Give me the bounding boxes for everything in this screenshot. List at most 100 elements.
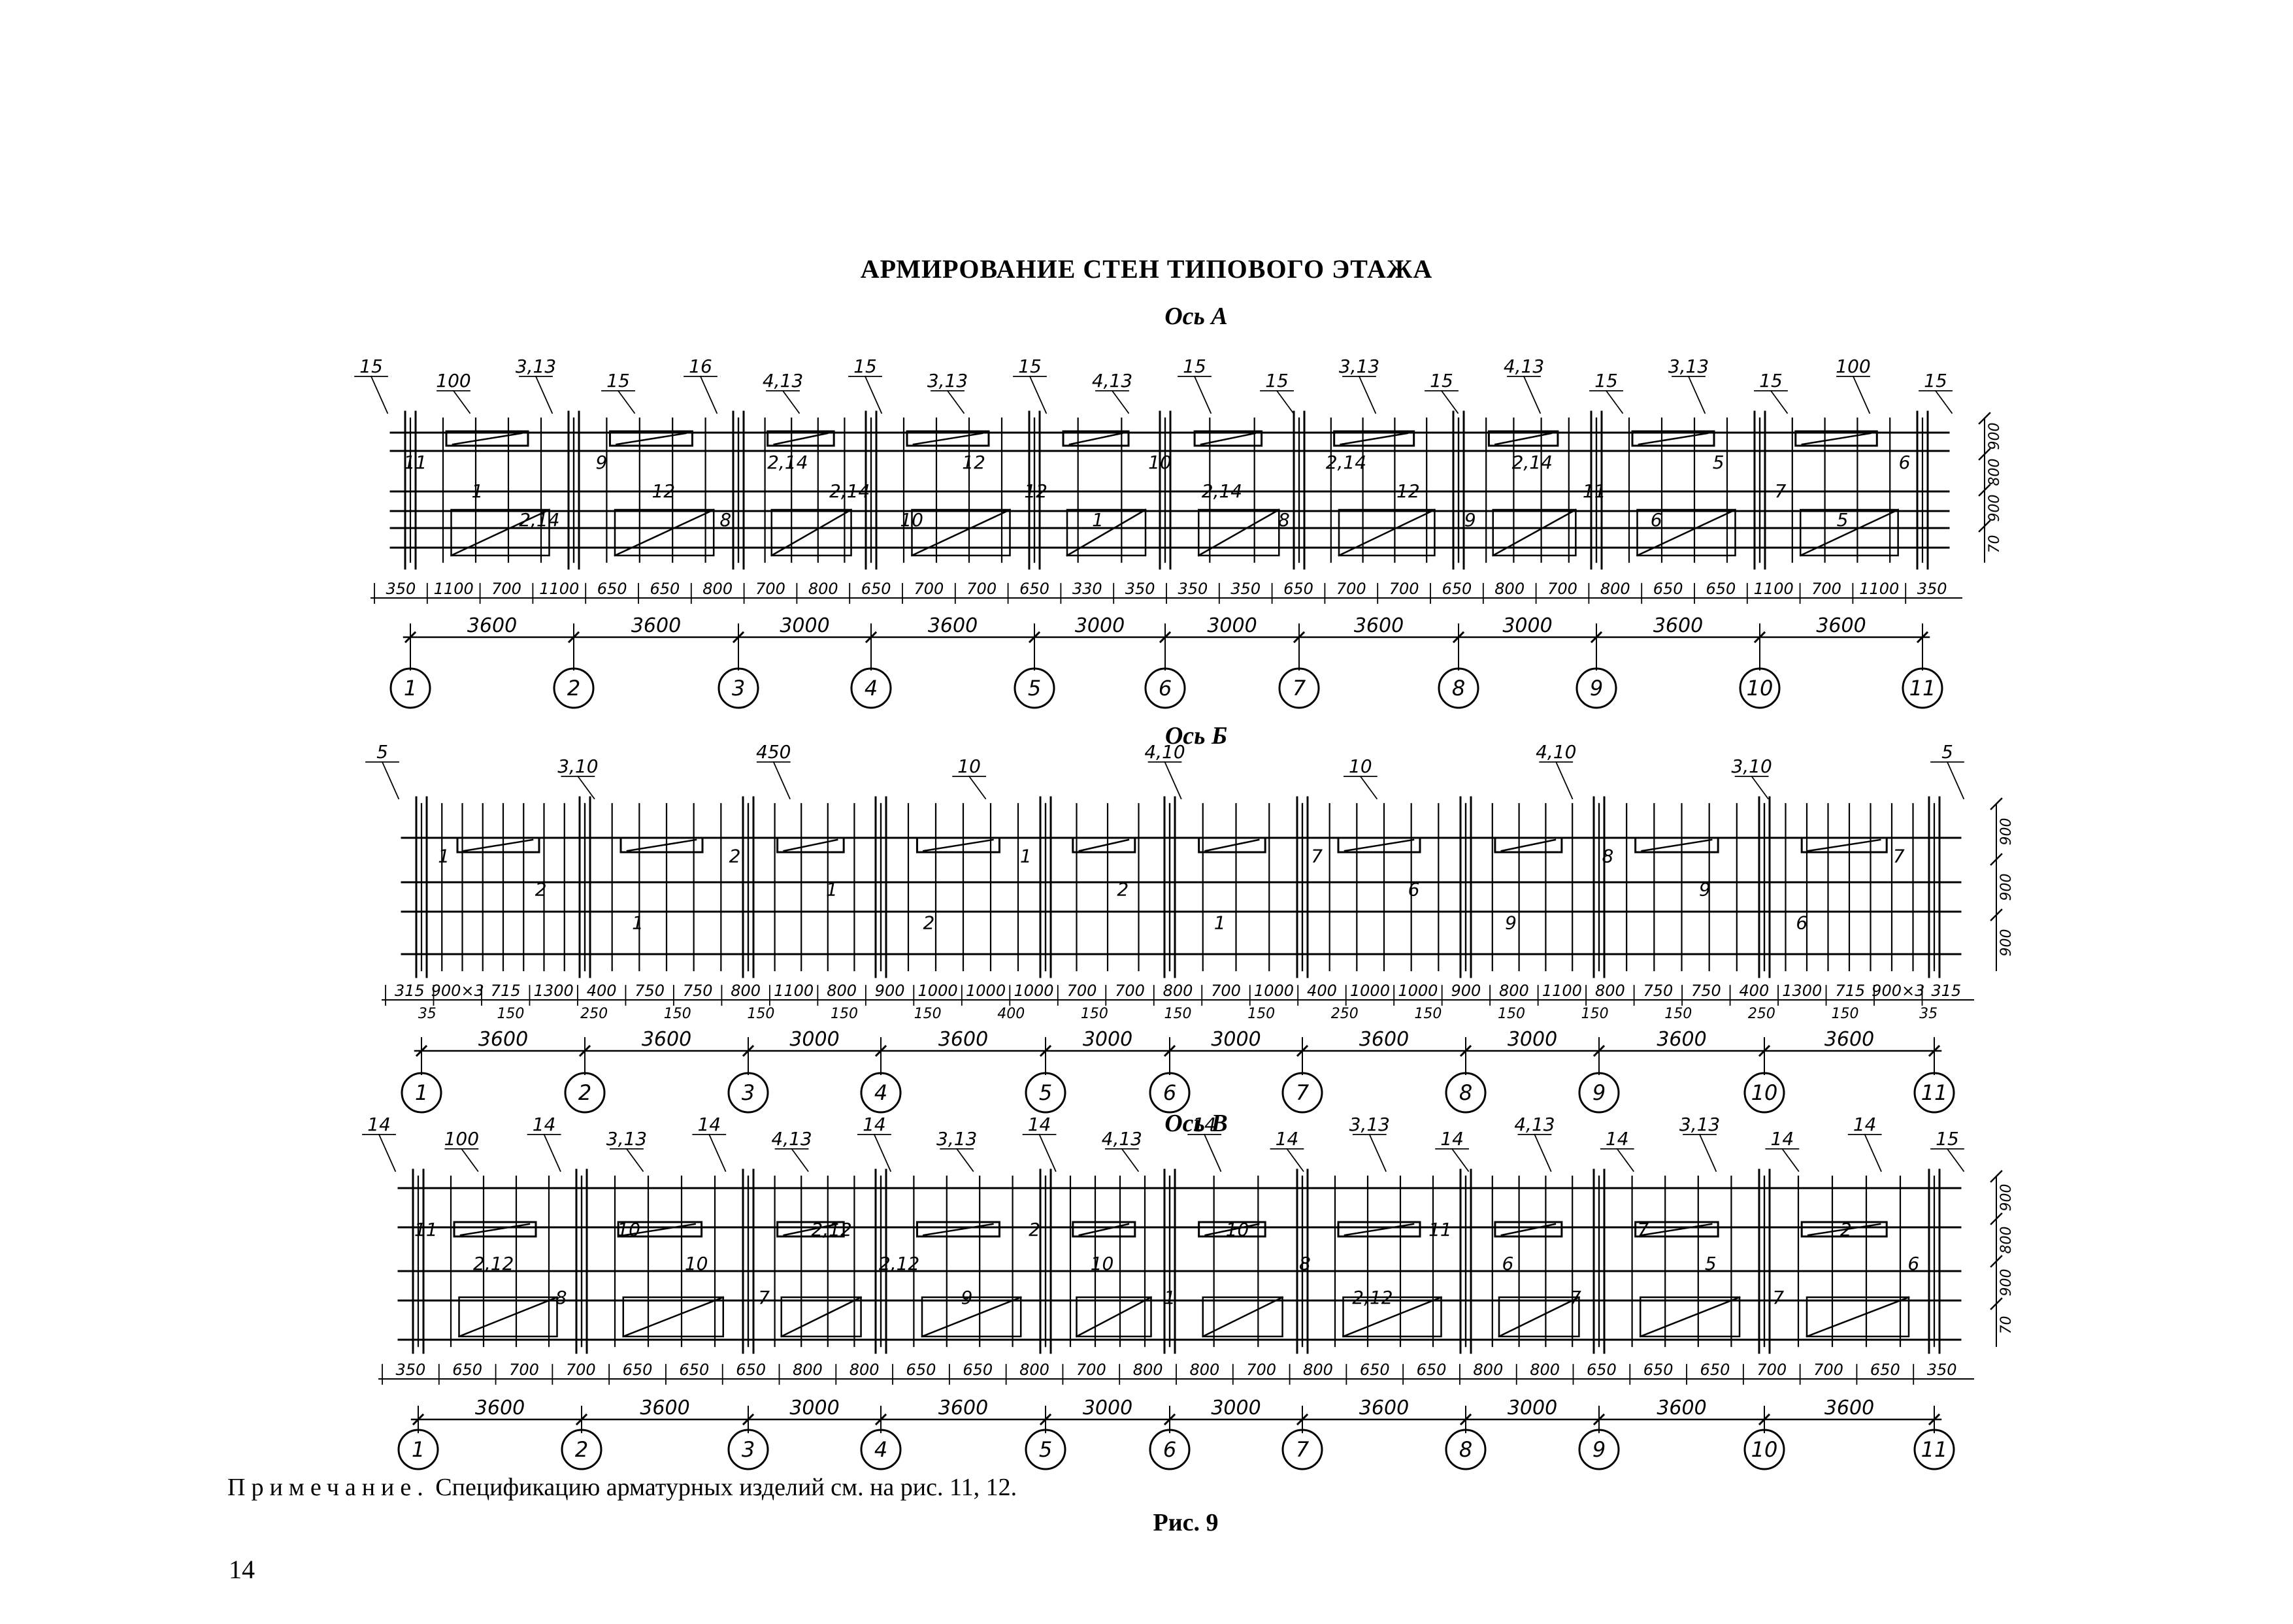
callout-mark: 9 [595, 452, 607, 473]
callout-mark: 2,14 [1202, 480, 1242, 502]
right-dimension: 70 [1998, 1316, 2015, 1334]
lower-mesh [622, 1296, 724, 1338]
lower-mesh [1806, 1296, 1910, 1338]
gridline-bubble [1144, 667, 1186, 709]
lower-sub-dimension: 150 [1498, 1006, 1525, 1022]
sub-dimension: 1000 [918, 982, 958, 1000]
mesh-diagonal [773, 432, 829, 446]
callout-mark: 9 [1464, 509, 1476, 531]
gridline-label: 3 [742, 1437, 755, 1462]
leader-line [577, 775, 595, 800]
leader-line [381, 761, 400, 800]
callout-mark: 14 [1193, 1114, 1216, 1135]
callout-mark: 15 [1936, 1128, 1959, 1150]
sub-dimension: 750 [1691, 982, 1721, 1000]
leader-line [1946, 761, 1965, 800]
gridline-label: 7 [1296, 1080, 1310, 1105]
callout-mark: 15 [1430, 370, 1453, 391]
leader-line [1555, 761, 1574, 800]
callout-mark: 14 [1606, 1128, 1629, 1150]
sub-dimension: 800 [850, 1361, 880, 1379]
right-dimension: 900 [1998, 818, 2015, 846]
sub-dimension: 650 [623, 1361, 653, 1379]
lower-sub-dimension: 150 [747, 1006, 774, 1022]
span-dimension: 3600 [642, 1028, 691, 1051]
sub-dimension: 650 [1870, 1361, 1900, 1379]
sub-dimension: 1100 [434, 580, 474, 598]
callout-mark: 1 [472, 480, 484, 502]
gridline-bubble [1025, 1429, 1066, 1470]
gridline-bubble [727, 1072, 769, 1114]
sub-dimension: 650 [1019, 580, 1049, 598]
leader-line [1203, 1133, 1222, 1172]
callout-mark: 8 [719, 509, 731, 531]
sub-dimension: 800 [1189, 1361, 1219, 1379]
leader-line [873, 1133, 892, 1172]
lintel-mesh [1198, 837, 1266, 853]
sub-dimension: 800 [1473, 1361, 1503, 1379]
lintel-mesh [1062, 430, 1130, 447]
gridline-label: 4 [874, 1437, 887, 1462]
mesh-diagonal [1801, 432, 1872, 446]
callout-mark: 1 [632, 912, 644, 933]
gridline-label: 3 [742, 1080, 755, 1105]
sub-dimension: 650 [736, 1361, 766, 1379]
lower-sub-dimension: 35 [418, 1006, 437, 1022]
callout-mark: 7 [1772, 1287, 1784, 1308]
span-dimension: 3600 [467, 614, 517, 637]
gridline-label: 10 [1751, 1437, 1778, 1462]
leader-line [535, 375, 553, 414]
callout-mark: 15 [1018, 356, 1042, 377]
sub-dimension: 750 [683, 982, 713, 1000]
sub-dimension: 1100 [774, 982, 814, 1000]
mesh-diagonal [1806, 1296, 1910, 1338]
gridline-bubble [401, 1072, 442, 1114]
sub-dimension: 1000 [966, 982, 1006, 1000]
mesh-diagonal [780, 1296, 863, 1338]
lower-mesh [614, 508, 715, 557]
sub-dimension: 700 [491, 580, 521, 598]
mesh-diagonal [1342, 1296, 1443, 1338]
lower-mesh [1202, 1296, 1283, 1338]
gridline-label: 1 [412, 1437, 425, 1462]
callout-mark: 4,13 [771, 1128, 812, 1150]
callout-mark: 1 [438, 845, 450, 867]
sub-dimension: 700 [566, 1361, 596, 1379]
lintel-mesh [916, 1221, 1000, 1238]
sub-dimension: 650 [1360, 1361, 1390, 1379]
lower-sub-dimension: 250 [580, 1006, 608, 1022]
span-dimension: 3000 [789, 1397, 839, 1419]
callout-mark: 1 [1164, 1287, 1176, 1308]
leader-line [617, 389, 636, 414]
callout-mark: 10 [685, 1253, 708, 1274]
callout-mark: 3,10 [1731, 755, 1772, 777]
sub-dimension: 800 [1600, 580, 1630, 598]
callout-mark: 7 [1311, 845, 1323, 867]
axis-v-title: Ось В [1164, 1110, 1228, 1137]
sub-dimension: 350 [1125, 580, 1155, 598]
gridline-bubble [1438, 667, 1479, 709]
gridline-bubble [850, 667, 892, 709]
callout-mark: 5 [1713, 452, 1724, 473]
right-dimension: 70 [1987, 535, 2003, 554]
gridline-label: 2 [578, 1080, 591, 1105]
callout-mark: 15 [853, 356, 877, 377]
sub-dimension: 650 [1706, 580, 1736, 598]
lower-mesh [1498, 1296, 1580, 1338]
sub-dimension: 715 [1835, 982, 1865, 1000]
gridline-bubble [1578, 1429, 1620, 1470]
span-dimension: 3600 [1657, 1028, 1706, 1051]
leader-line [1687, 375, 1706, 414]
sub-dimension: 350 [1178, 580, 1208, 598]
sub-dimension: 400 [1307, 982, 1337, 1000]
callout-mark: 3,13 [936, 1128, 977, 1150]
lower-mesh [1342, 1296, 1442, 1338]
span-dimension: 3600 [1824, 1028, 1874, 1051]
span-dimension: 3600 [1657, 1397, 1706, 1419]
mesh-diagonal [1807, 838, 1881, 852]
mesh-diagonal [626, 838, 697, 852]
mesh-diagonal [1204, 838, 1260, 852]
sub-dimension: 1300 [1782, 982, 1822, 1000]
sub-dimension: 900 [1451, 982, 1481, 1000]
